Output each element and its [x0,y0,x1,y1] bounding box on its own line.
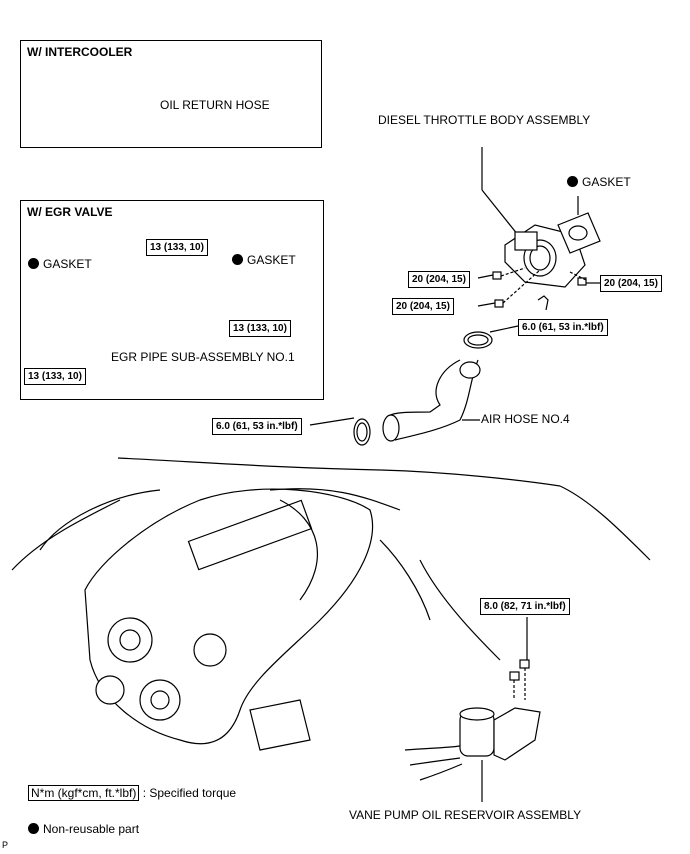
clamp-torque-lower: 6.0 (61, 53 in.*lbf) [212,418,302,435]
egr-torque-top: 13 (133, 10) [146,239,208,256]
non-reusable-dot-icon [28,258,39,269]
legend-torque-desc: : Specified torque [142,786,237,800]
non-reusable-dot-icon [28,823,39,834]
throttle-torque-left-lower: 20 (204, 15) [392,298,454,315]
egr-torque-bottom: 13 (133, 10) [24,368,86,385]
oil-return-hose-label: OIL RETURN HOSE [160,98,270,112]
throttle-torque-left-upper: 20 (204, 15) [408,271,470,288]
egr-panel: W/ EGR VALVE [20,200,324,400]
legend-non-reusable: Non-reusable part [28,822,139,836]
intercooler-panel: W/ INTERCOOLER [20,40,322,148]
throttle-body-drawing [477,147,601,311]
legend-torque-key: N*m (kgf*cm, ft.*lbf) [28,785,140,801]
corner-mark: P [2,840,9,850]
non-reusable-dot-icon [567,176,578,187]
reservoir-torque: 8.0 (82, 71 in.*lbf) [480,598,570,615]
throttle-body-label: DIESEL THROTTLE BODY ASSEMBLY [378,113,591,127]
intercooler-title: W/ INTERCOOLER [27,45,133,59]
egr-title: W/ EGR VALVE [27,205,113,219]
non-reusable-dot-icon [232,254,243,265]
egr-gasket-right-label: GASKET [232,253,296,267]
egr-torque-right: 13 (133, 10) [229,320,291,337]
reservoir-label: VANE PUMP OIL RESERVOIR ASSEMBLY [349,808,582,822]
engine-drawing [11,457,651,751]
legend-torque: N*m (kgf*cm, ft.*lbf) : Specified torque [28,785,237,801]
throttle-torque-right: 20 (204, 15) [600,275,662,292]
egr-gasket-left-label: GASKET [28,257,92,271]
clamp-torque-upper: 6.0 (61, 53 in.*lbf) [518,319,608,336]
throttle-gasket-label: GASKET [567,175,631,189]
reservoir-drawing [404,617,541,802]
air-hose-drawing [309,325,519,446]
air-hose-label: AIR HOSE NO.4 [481,412,570,426]
egr-pipe-label: EGR PIPE SUB-ASSEMBLY NO.1 [111,350,295,364]
